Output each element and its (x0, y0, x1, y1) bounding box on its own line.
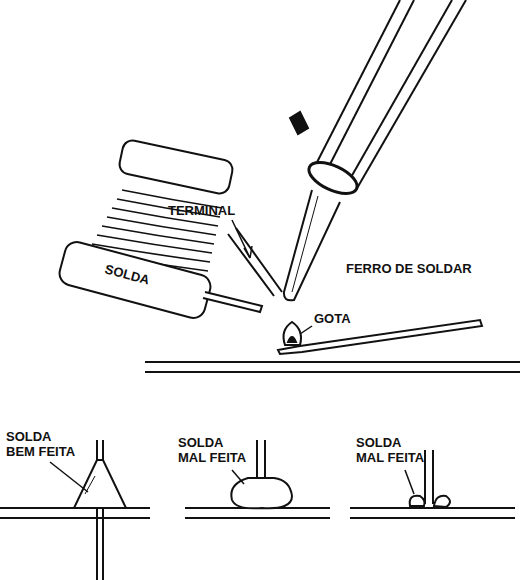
solder-spool (57, 139, 262, 321)
terminal-wire (228, 228, 282, 296)
part-label: GOTA (314, 312, 364, 327)
part-label: TERMINAL (168, 204, 248, 219)
part-label: FERRO DE SOLDAR (346, 262, 486, 277)
part-label: SOLDA BEM FEITA (6, 430, 80, 460)
part-label: SOLDA MAL FEITA (178, 436, 252, 466)
part-label: SOLDA MAL FEITA (356, 436, 430, 466)
solder-drop (284, 322, 301, 345)
soldering-iron (284, 0, 466, 300)
winding-stroke (107, 217, 216, 235)
leader-line (300, 326, 312, 334)
winding-stroke (102, 226, 214, 244)
circuit-board (145, 361, 520, 363)
component-lead (278, 320, 482, 354)
winding-stroke (97, 235, 212, 253)
good-joint (0, 440, 150, 580)
